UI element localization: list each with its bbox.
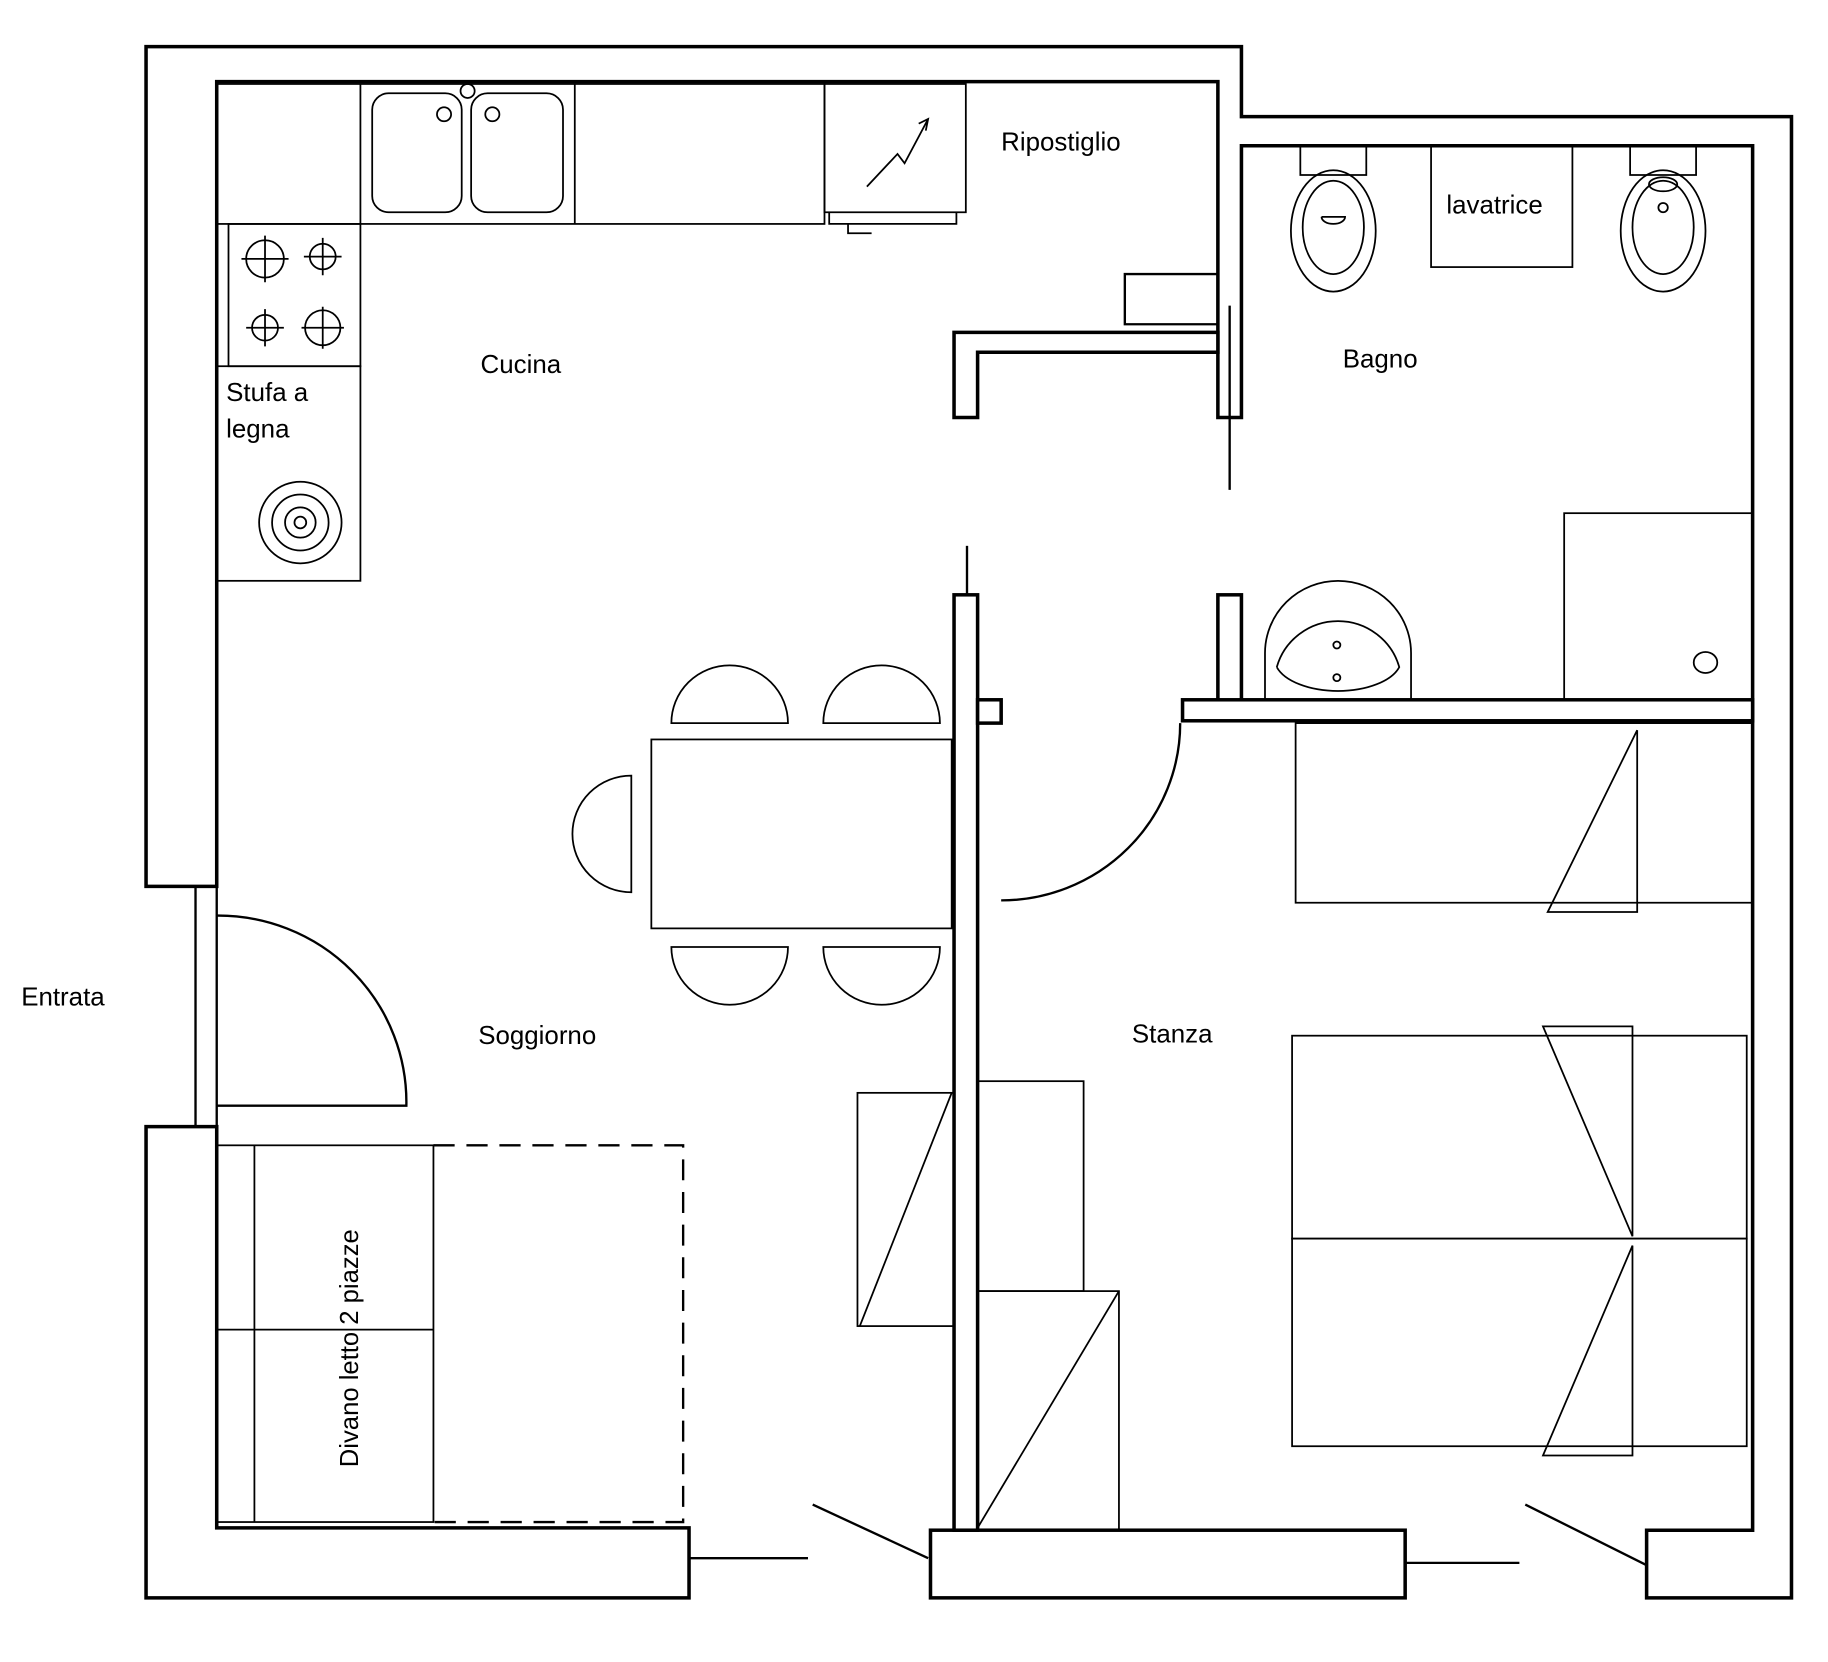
stove-label-line2: legna [226, 415, 290, 443]
wood-stove [215, 365, 362, 582]
stove-top [227, 223, 362, 368]
sofa-bed-label: Divano letto 2 piazze [336, 1229, 364, 1467]
entrance-label: Entrata [21, 983, 105, 1011]
room-label-bathroom: Bagno [1343, 345, 1418, 373]
room-label-storage: Ripostiglio [1001, 129, 1120, 157]
boiler [823, 83, 967, 214]
doors [216, 305, 1648, 1567]
beds [1291, 1025, 1748, 1457]
room-label-bedroom: Stanza [1132, 1021, 1213, 1049]
burners-icon [241, 235, 344, 349]
sink-left [371, 92, 463, 214]
kitchen-counter [215, 83, 967, 582]
shower [1563, 512, 1754, 701]
washing-machine [1430, 144, 1574, 268]
walls [144, 44, 1794, 1600]
room-label-kitchen: Cucina [481, 351, 562, 379]
washing-machine-label: lavatrice [1446, 192, 1542, 220]
room-label-living: Soggiorno [478, 1022, 596, 1050]
bathroom-fixtures [1264, 144, 1754, 701]
sink-right [470, 92, 564, 214]
dining-table [571, 664, 953, 1006]
sofa-bed [215, 1144, 685, 1524]
toilet [1290, 169, 1377, 293]
stove-label-line1: Stufa a [226, 379, 309, 407]
washbasin [1264, 580, 1412, 700]
wardrobes [856, 722, 1754, 1532]
bidet [1619, 169, 1707, 293]
